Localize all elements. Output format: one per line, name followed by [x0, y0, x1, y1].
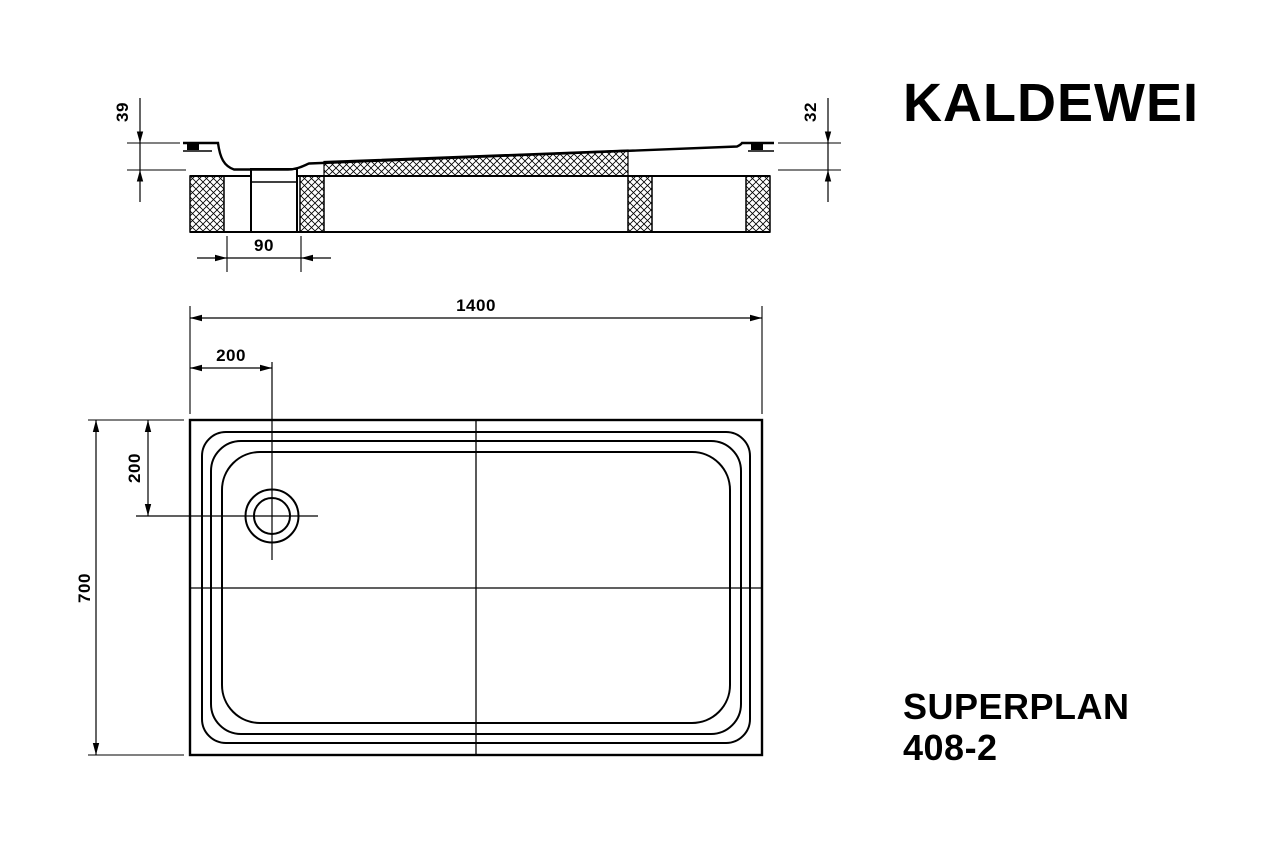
arrowhead — [144, 504, 152, 516]
product-series: SUPERPLAN — [903, 686, 1130, 727]
arrowhead — [215, 254, 227, 262]
arrowhead — [136, 131, 144, 143]
support-block-right — [745, 175, 771, 233]
dim-length: 1400 — [189, 296, 763, 414]
dim-label-90: 90 — [254, 236, 274, 255]
arrowhead — [136, 170, 144, 182]
dim-label-700: 700 — [75, 573, 94, 603]
right-rim-cut — [751, 143, 763, 150]
arrowhead — [750, 314, 762, 322]
arrowhead — [260, 364, 272, 372]
drain-inner-circle — [253, 497, 291, 535]
support-block-mid-right — [627, 175, 653, 233]
left-rim-cut — [187, 143, 199, 150]
arrowhead — [92, 743, 100, 755]
dim-label-1400: 1400 — [456, 296, 496, 315]
slope-wedge-hatch — [323, 149, 629, 177]
support-block-left — [189, 175, 225, 233]
dim-label-200-y: 200 — [125, 453, 144, 483]
brand-block: KALDEWEI — [903, 73, 1199, 133]
product-block: SUPERPLAN 408-2 — [903, 686, 1130, 768]
drain-outer-circle — [244, 488, 300, 544]
dim-drain-offset-y: 200 — [125, 420, 152, 516]
dim-drain-offset-x: 200 — [190, 346, 272, 372]
section-view: 39 32 90 — [113, 98, 841, 272]
dim-left-height: 39 — [113, 98, 186, 202]
arrowhead — [190, 314, 202, 322]
tray-section-profile — [183, 141, 774, 171]
arrowhead — [301, 254, 313, 262]
arrowhead — [144, 420, 152, 432]
brand-logo: KALDEWEI — [903, 73, 1199, 133]
product-model: 408-2 — [903, 727, 998, 768]
dim-width: 700 — [75, 419, 184, 756]
dim-label-39: 39 — [113, 102, 132, 122]
arrowhead — [92, 420, 100, 432]
dim-label-32: 32 — [801, 102, 820, 122]
drain-trap — [250, 168, 298, 233]
dim-right-height: 32 — [778, 98, 841, 202]
arrowhead — [824, 131, 832, 143]
arrowhead — [190, 364, 202, 372]
dim-drain-width: 90 — [197, 236, 331, 272]
support-block-mid-left — [299, 175, 325, 233]
plan-view: 1400 200 200 700 — [75, 296, 764, 757]
dim-label-200-x: 200 — [216, 346, 246, 365]
arrowhead — [824, 170, 832, 182]
